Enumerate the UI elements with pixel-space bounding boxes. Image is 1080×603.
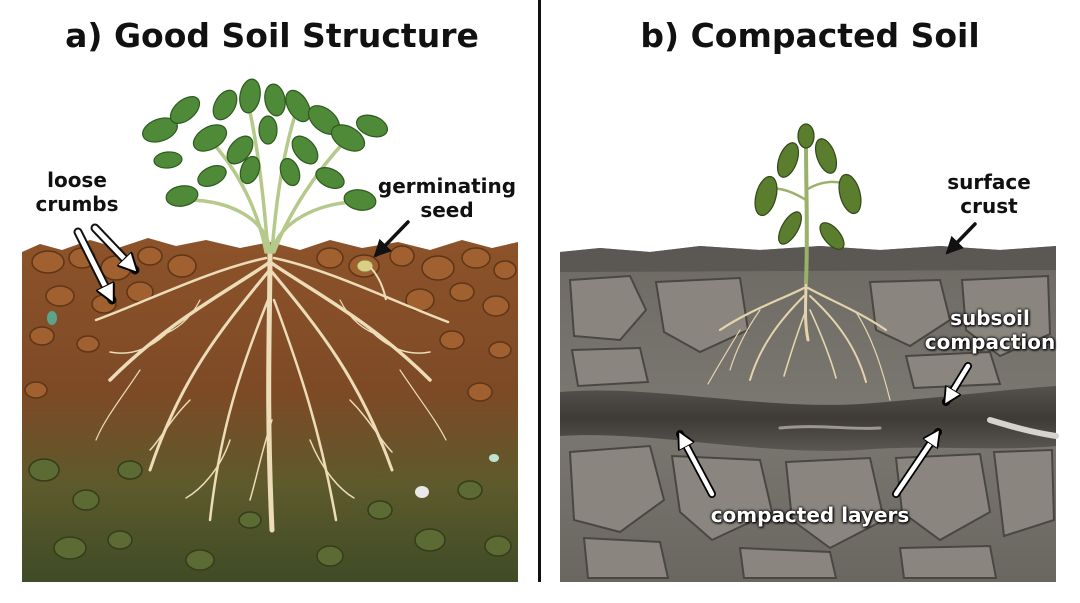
drooping-leaves: [754, 123, 862, 250]
panel-a-title: a) Good Soil Structure: [65, 16, 479, 55]
label-subsoil-compaction: subsoil compaction: [924, 306, 1056, 354]
stunted-roots: [707, 280, 891, 401]
leaves: [142, 78, 389, 211]
pebble: [415, 486, 429, 498]
panel-b-arrows: [676, 222, 977, 498]
label-surface-crust: surface crust: [947, 170, 1031, 218]
healthy-roots: [94, 247, 450, 533]
germinating-seed: [356, 259, 387, 301]
pebble: [489, 454, 499, 462]
healthy-plant: [142, 78, 389, 254]
panel-a-arrows: [73, 220, 410, 300]
pebble: [47, 311, 57, 325]
wilting-plant: [754, 123, 862, 284]
soil-plates: [568, 274, 1056, 579]
panel-b-title: b) Compacted Soil: [640, 16, 980, 55]
label-compacted-layers: compacted layers: [710, 503, 910, 527]
label-loose-crumbs: loose crumbs: [35, 168, 119, 216]
panel-divider: [538, 0, 541, 582]
panel-b-soil: [560, 246, 1059, 582]
subsoil-clumps: [28, 458, 512, 571]
label-germinating-seed: germinating seed: [377, 174, 517, 222]
